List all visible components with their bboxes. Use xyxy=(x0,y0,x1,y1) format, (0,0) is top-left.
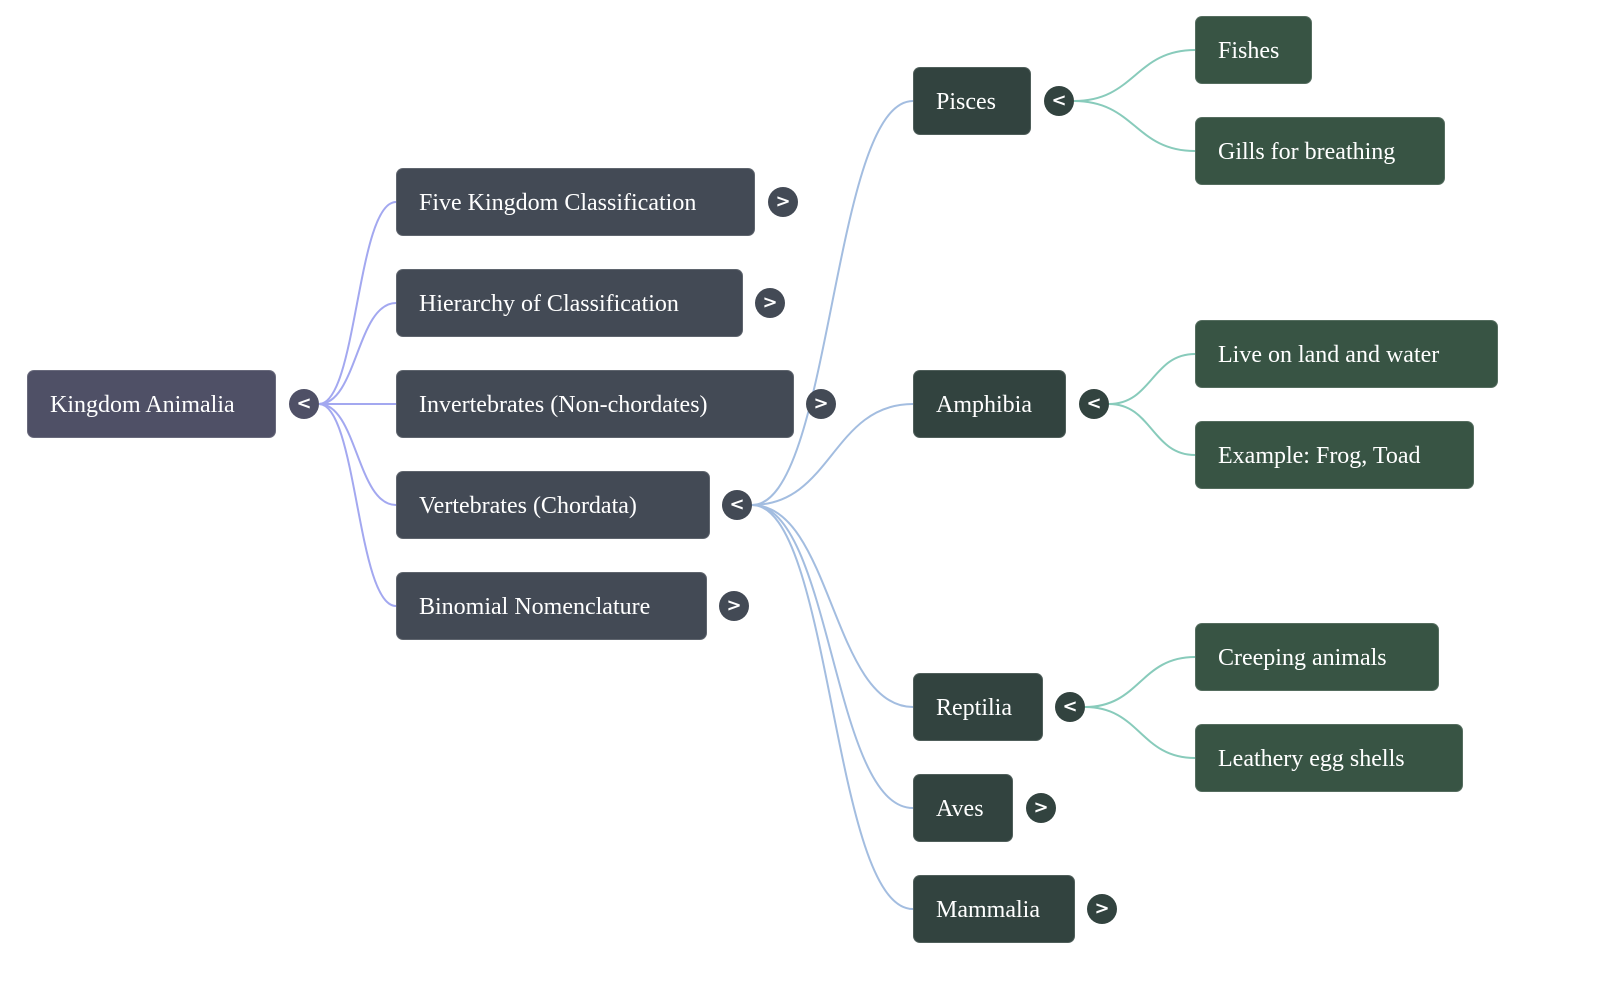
node-creeping-animals[interactable]: Creeping animals xyxy=(1195,623,1439,691)
link-pisces-gills xyxy=(1073,100,1196,152)
node-pisces[interactable]: Pisces xyxy=(913,67,1031,135)
node-hierarchy-of-classification[interactable]: Hierarchy of Classification xyxy=(396,269,743,337)
link-pisces-fishes xyxy=(1073,49,1196,102)
collapse-toggle-pisces[interactable]: < xyxy=(1044,86,1074,116)
node-aves[interactable]: Aves xyxy=(913,774,1013,842)
expand-toggle-hierarchy-of-classification[interactable]: > xyxy=(755,288,785,318)
link-vertebrates-aves xyxy=(751,504,914,809)
node-fishes[interactable]: Fishes xyxy=(1195,16,1312,84)
link-reptilia-creeping xyxy=(1084,656,1196,708)
collapse-toggle-vertebrates[interactable]: < xyxy=(722,490,752,520)
link-vertebrates-mammalia xyxy=(751,504,914,910)
expand-toggle-mammalia[interactable]: > xyxy=(1087,894,1117,924)
link-root-binomial xyxy=(318,403,397,607)
node-mammalia[interactable]: Mammalia xyxy=(913,875,1075,943)
expand-toggle-five-kingdom-classification[interactable]: > xyxy=(768,187,798,217)
node-amphibia[interactable]: Amphibia xyxy=(913,370,1066,438)
link-amphibia-example xyxy=(1108,403,1196,456)
node-live-on-land-and-water[interactable]: Live on land and water xyxy=(1195,320,1498,388)
node-five-kingdom-classification[interactable]: Five Kingdom Classification xyxy=(396,168,755,236)
node-kingdom-animalia[interactable]: Kingdom Animalia xyxy=(27,370,276,438)
node-leathery-egg-shells[interactable]: Leathery egg shells xyxy=(1195,724,1463,792)
link-vertebrates-reptilia xyxy=(751,504,914,708)
collapse-toggle-kingdom-animalia[interactable]: < xyxy=(289,389,319,419)
node-gills-for-breathing[interactable]: Gills for breathing xyxy=(1195,117,1445,185)
collapse-toggle-reptilia[interactable]: < xyxy=(1055,692,1085,722)
node-example-frog-toad[interactable]: Example: Frog, Toad xyxy=(1195,421,1474,489)
node-vertebrates[interactable]: Vertebrates (Chordata) xyxy=(396,471,710,539)
node-reptilia[interactable]: Reptilia xyxy=(913,673,1043,741)
link-root-five-kingdom xyxy=(318,201,397,405)
link-amphibia-live xyxy=(1108,353,1196,405)
collapse-toggle-amphibia[interactable]: < xyxy=(1079,389,1109,419)
link-root-hierarchy xyxy=(318,302,397,405)
expand-toggle-binomial-nomenclature[interactable]: > xyxy=(719,591,749,621)
node-binomial-nomenclature[interactable]: Binomial Nomenclature xyxy=(396,572,707,640)
node-invertebrates[interactable]: Invertebrates (Non-chordates) xyxy=(396,370,794,438)
link-root-vertebrates xyxy=(318,403,397,506)
link-reptilia-leathery xyxy=(1084,706,1196,759)
expand-toggle-invertebrates[interactable]: > xyxy=(806,389,836,419)
expand-toggle-aves[interactable]: > xyxy=(1026,793,1056,823)
